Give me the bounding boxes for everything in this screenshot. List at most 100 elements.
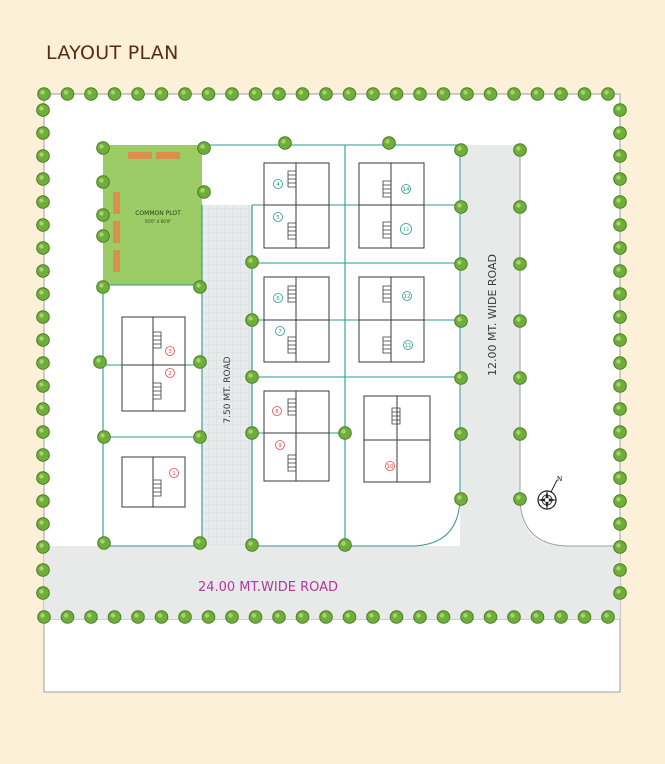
tree-highlight	[99, 232, 104, 237]
common-plot-size: 50'0" X 60'0"	[145, 219, 172, 224]
tree-highlight	[345, 613, 351, 618]
tree-highlight	[134, 613, 139, 618]
plot-tag: 10	[387, 464, 394, 470]
tree-highlight	[341, 429, 346, 434]
plot-tag: 8	[275, 409, 279, 415]
tree-highlight	[39, 152, 44, 157]
tree-highlight	[616, 221, 621, 226]
tree-highlight	[457, 495, 462, 500]
compass-icon: N	[537, 475, 562, 510]
tree-highlight	[39, 474, 44, 479]
tree-highlight	[87, 613, 92, 618]
tree-highlight	[533, 90, 539, 95]
tree-highlight	[557, 613, 562, 618]
tree-highlight	[616, 313, 621, 318]
tree-highlight	[39, 221, 44, 226]
tree-highlight	[110, 90, 116, 95]
tree-highlight	[275, 90, 280, 95]
tree-highlight	[251, 613, 257, 618]
tree-highlight	[616, 336, 621, 341]
tree-highlight	[486, 90, 492, 95]
plot-tag: 6	[276, 296, 280, 302]
tree-highlight	[604, 613, 609, 618]
tree-highlight	[580, 613, 586, 618]
tree-highlight	[510, 90, 515, 95]
tree-highlight	[134, 90, 139, 95]
plot-tag: 4	[276, 182, 280, 188]
tree-highlight	[63, 613, 69, 618]
tree-highlight	[369, 90, 374, 95]
tree-highlight	[516, 374, 521, 379]
tree-highlight	[439, 90, 445, 95]
tree-highlight	[463, 90, 468, 95]
tree-highlight	[298, 90, 304, 95]
tree-highlight	[204, 90, 210, 95]
tree-highlight	[39, 313, 44, 318]
tree-highlight	[463, 613, 468, 618]
tree-highlight	[298, 613, 304, 618]
tree-highlight	[604, 90, 609, 95]
tree-highlight	[516, 260, 521, 265]
tree-highlight	[39, 543, 44, 548]
bench-icon	[113, 152, 180, 272]
tree-highlight	[345, 90, 351, 95]
tree-highlight	[616, 244, 621, 249]
tree-highlight	[616, 474, 621, 479]
tree-highlight	[228, 613, 233, 618]
tree-highlight	[516, 317, 521, 322]
tree-highlight	[87, 90, 92, 95]
plot-tag: 2	[168, 371, 172, 377]
tree-highlight	[39, 359, 44, 364]
tree-highlight	[39, 382, 44, 387]
tree-highlight	[39, 566, 44, 571]
tree-highlight	[63, 90, 69, 95]
tree-highlight	[486, 613, 492, 618]
tree-highlight	[533, 613, 539, 618]
tree-highlight	[39, 290, 44, 295]
tree-highlight	[516, 146, 521, 151]
tree-highlight	[580, 90, 586, 95]
internal-road-label: 7.50 MT. ROAD	[223, 356, 233, 423]
tree-highlight	[39, 405, 44, 410]
tree-highlight	[39, 175, 44, 180]
tree-highlight	[557, 90, 562, 95]
tree-highlight	[616, 451, 621, 456]
tree-highlight	[616, 497, 621, 502]
common-plot-label: COMMON PLOT	[135, 210, 181, 217]
plot-tags: 1 2 3 4 5 6 7 8 9 10 11 12 13 14	[165, 179, 413, 478]
tree-highlight	[110, 613, 116, 618]
side-road	[460, 145, 620, 546]
tree-highlight	[99, 178, 104, 183]
tree-highlight	[248, 316, 253, 321]
tree-highlight	[457, 146, 462, 151]
tree-highlight	[39, 336, 44, 341]
tree-highlight	[248, 429, 253, 434]
tree-highlight	[196, 433, 201, 438]
tree-highlight	[369, 613, 374, 618]
tree-highlight	[100, 539, 105, 544]
tree-highlight	[181, 613, 186, 618]
tree-highlight	[457, 430, 462, 435]
tree-highlight	[616, 198, 621, 203]
tree-highlight	[416, 613, 421, 618]
tree-highlight	[281, 139, 286, 144]
tree-highlight	[39, 451, 44, 456]
tree-highlight	[99, 283, 104, 288]
plot-tag: 12	[404, 294, 411, 300]
tree-highlight	[100, 433, 105, 438]
tree-highlight	[200, 144, 205, 149]
internal-road	[202, 205, 252, 546]
tree-highlight	[616, 175, 621, 180]
tree-highlight	[39, 589, 44, 594]
tree-highlight	[510, 613, 515, 618]
tree-highlight	[39, 129, 44, 134]
plot-tag: 5	[276, 215, 280, 221]
plot-tag: 1	[172, 471, 176, 477]
tree-highlight	[196, 539, 201, 544]
tree-highlight	[416, 90, 421, 95]
tree-highlight	[616, 129, 621, 134]
tree-highlight	[616, 290, 621, 295]
tree-highlight	[181, 90, 186, 95]
side-road-label: 12.00 MT. WIDE ROAD	[486, 254, 499, 376]
